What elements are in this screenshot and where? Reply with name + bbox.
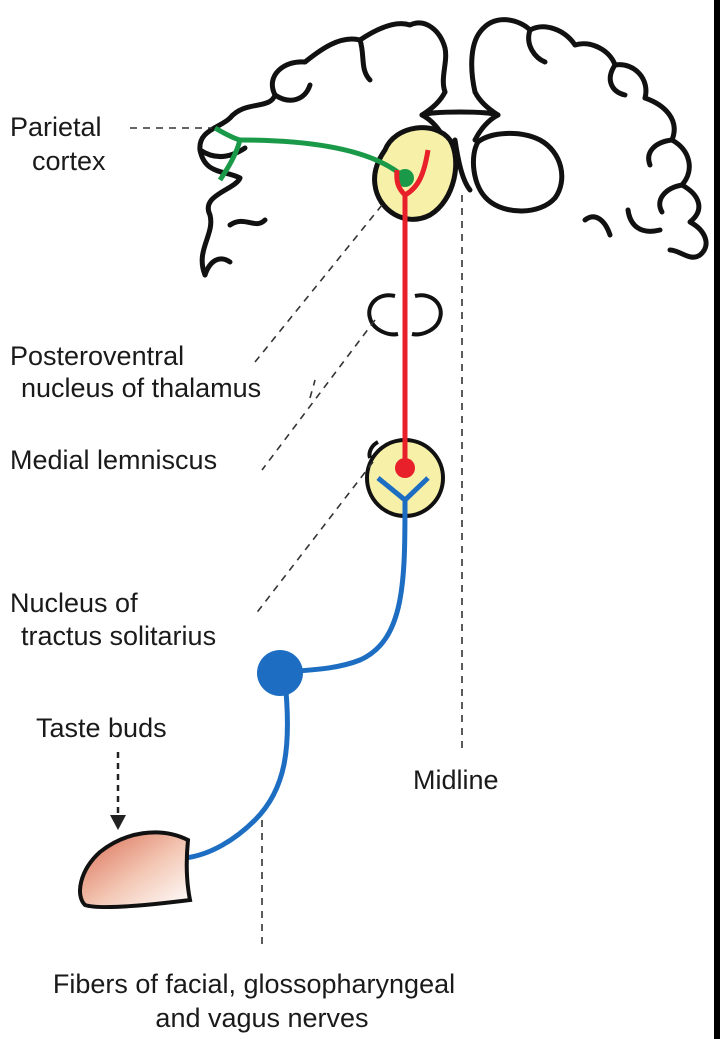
- medulla-outline-accent: [367, 440, 380, 459]
- peripheral-pathway: [184, 476, 430, 861]
- label-fibers-line2: and vagus nerves: [155, 1003, 368, 1033]
- medial-lemniscus-shape: [367, 293, 443, 337]
- taste-bud-shape: [78, 830, 193, 910]
- label-posteroventral-line2: nucleus of thalamus: [21, 373, 261, 403]
- label-midline: Midline: [413, 765, 499, 795]
- label-taste-buds: Taste buds: [36, 713, 167, 743]
- leader-lines: [130, 127, 463, 950]
- brain-section-outline: [197, 17, 709, 278]
- posteroventral-nucleus-shape: [372, 125, 459, 222]
- label-parietal-line1: Parietal: [10, 112, 102, 142]
- label-medial-lemniscus: Medial lemniscus: [10, 445, 217, 475]
- label-fibers-line1: Fibers of facial, glossopharyngeal: [53, 969, 455, 999]
- label-parietal-line2: cortex: [32, 146, 106, 176]
- label-nts-line2: tractus solitarius: [21, 621, 216, 651]
- lemniscal-pathway: [394, 149, 431, 478]
- right-border: [714, 0, 720, 1039]
- taste-buds-arrow: [110, 752, 126, 830]
- label-nts-line1: Nucleus of: [10, 588, 138, 618]
- label-posteroventral-line1: Posteroventral: [10, 341, 184, 371]
